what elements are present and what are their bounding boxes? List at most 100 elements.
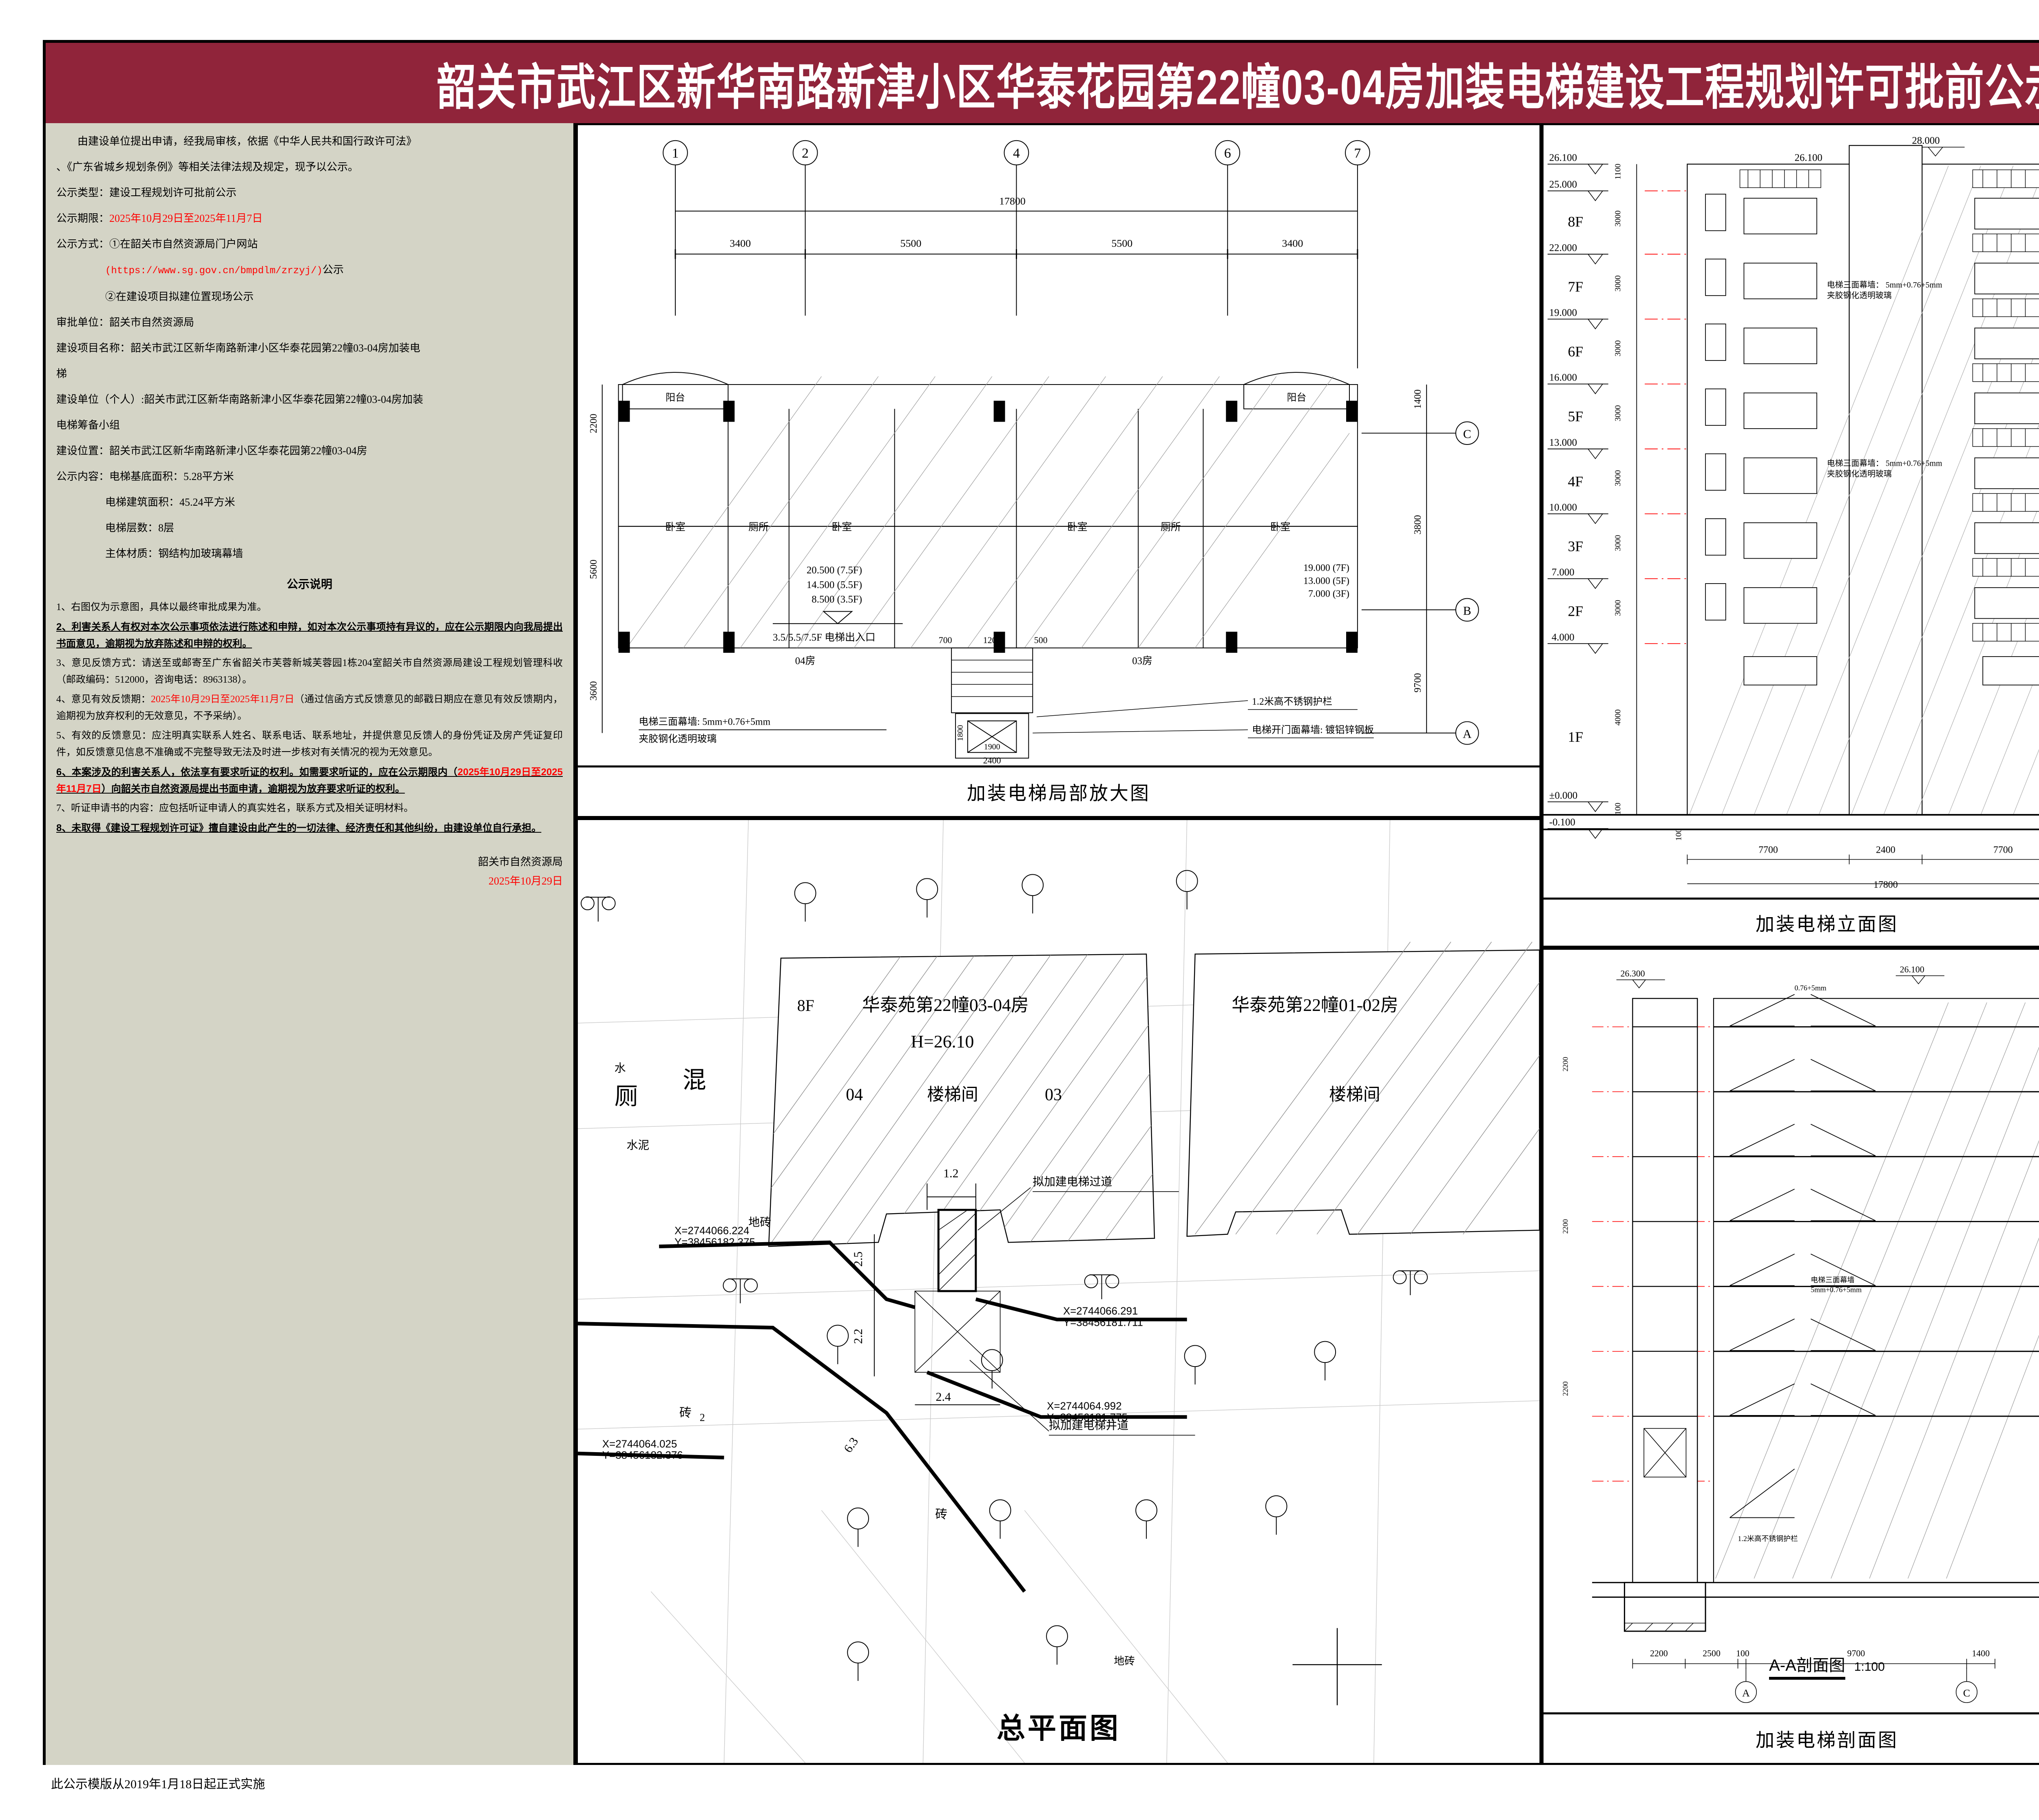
- svg-text:16.000: 16.000: [1549, 372, 1577, 383]
- svg-text:楼梯间: 楼梯间: [927, 1086, 978, 1104]
- announcement-method-2: ②在建设项目拟建位置现场公示: [105, 291, 254, 303]
- note-5: 5、有效的反馈意见：应注明真实联系人姓名、联系电话、联系地址，并提供意见反馈人的…: [56, 730, 563, 758]
- svg-text:3000: 3000: [1614, 340, 1623, 356]
- svg-text:7.000: 7.000: [1552, 567, 1575, 578]
- svg-text:厕: 厕: [615, 1084, 638, 1110]
- svg-text:3000: 3000: [1614, 275, 1623, 292]
- svg-text:地砖: 地砖: [748, 1216, 771, 1229]
- section-drawing: 26.300 26.100: [1561, 965, 2039, 1703]
- svg-text:04: 04: [846, 1086, 863, 1104]
- svg-text:7F: 7F: [1568, 279, 1583, 295]
- svg-text:3800: 3800: [1413, 515, 1423, 535]
- svg-text:A: A: [1463, 727, 1472, 741]
- note-2: 2、利害关系人有权对本次公示事项依法进行陈述和申辩，如对本次公示事项持有异议的，…: [56, 621, 563, 649]
- svg-text:6.3: 6.3: [841, 1435, 861, 1455]
- svg-text:5600: 5600: [588, 559, 599, 579]
- svg-text:19.000: 19.000: [1549, 307, 1577, 318]
- svg-text:混: 混: [683, 1068, 706, 1093]
- svg-text:8F: 8F: [797, 997, 814, 1015]
- svg-text:5F: 5F: [1568, 408, 1583, 425]
- svg-text:C: C: [1963, 1687, 1970, 1699]
- note-6-period: 2025年10月29日至2025年11月7日: [56, 767, 563, 794]
- svg-text:2500: 2500: [1703, 1649, 1721, 1659]
- title-banner: 韶关市武江区新华南路新津小区华泰花园第22幢03-04房加装电梯建设工程规划许可…: [46, 43, 2039, 123]
- svg-text:5500: 5500: [1111, 237, 1132, 249]
- svg-text:砖: 砖: [679, 1406, 692, 1420]
- svg-text:100: 100: [1736, 1649, 1749, 1659]
- svg-text:砖: 砖: [935, 1508, 947, 1521]
- svg-text:3F: 3F: [1568, 538, 1583, 554]
- svg-text:X=2744066.224: X=2744066.224: [675, 1225, 749, 1237]
- elevation-drawing: 26.100 25.000 22.000 19.000 16.000 13.00…: [1544, 135, 2039, 890]
- builder-unit-cont: 电梯筹备小组: [56, 419, 120, 431]
- svg-text:4.000: 4.000: [1552, 632, 1575, 643]
- svg-text:电梯三面幕墙： 5mm+0.76+5mm: 电梯三面幕墙： 5mm+0.76+5mm: [1827, 281, 1942, 290]
- site-plan-drawing: 8F 华泰苑第22幢03-04房 H=26.10 04 楼梯间 03 华泰苑第2…: [578, 820, 1539, 1763]
- svg-text:2F: 2F: [1568, 603, 1583, 619]
- svg-text:7700: 7700: [1993, 845, 2013, 856]
- svg-text:电梯三面幕墙: 电梯三面幕墙: [1811, 1276, 1854, 1284]
- svg-text:卧室: 卧室: [665, 522, 686, 533]
- svg-text:2: 2: [802, 146, 809, 161]
- svg-text:04房: 04房: [795, 655, 816, 667]
- site-plan-panel: 8F 华泰苑第22幢03-04房 H=26.10 04 楼梯间 03 华泰苑第2…: [576, 818, 1541, 1765]
- svg-text:1F: 1F: [1568, 729, 1583, 745]
- svg-text:2.4: 2.4: [936, 1390, 951, 1404]
- svg-text:22.000: 22.000: [1549, 242, 1577, 253]
- svg-text:03房: 03房: [1132, 655, 1152, 667]
- svg-text:夹胶钢化透明玻璃: 夹胶钢化透明玻璃: [639, 733, 717, 744]
- svg-text:9700: 9700: [1413, 673, 1423, 692]
- issuing-date: 2025年10月29日: [488, 875, 563, 887]
- builder-unit: 建设单位（个人）:韶关市武江区新华南路新津小区华泰花园第22幢03-04房加装: [56, 394, 423, 405]
- svg-text:华泰苑第22幢03-04房: 华泰苑第22幢03-04房: [862, 995, 1029, 1015]
- svg-text:夹胶钢化透明玻璃: 夹胶钢化透明玻璃: [1827, 291, 1892, 300]
- note-4-period: 2025年10月29日至2025年11月7日: [150, 694, 294, 705]
- portal-url: (https://www.sg.gov.cn/bmpdlm/zrzyj/): [105, 265, 323, 276]
- svg-text:1.2米高不锈钢护栏: 1.2米高不锈钢护栏: [1738, 1535, 1798, 1543]
- section-title: 加装电梯剖面图: [1756, 1729, 1898, 1751]
- issuing-authority: 韶关市自然资源局: [478, 856, 563, 868]
- project-name: 建设项目名称：韶关市武江区新华南路新津小区华泰花园第22幢03-04房加装电: [56, 342, 420, 354]
- detail-plan-panel: 1 2 4 6 7 17800: [576, 123, 1541, 767]
- svg-text:6F: 6F: [1568, 343, 1583, 360]
- elevation-title: 加装电梯立面图: [1756, 913, 1898, 935]
- svg-text:±0.000: ±0.000: [1549, 790, 1577, 801]
- svg-text:1.2: 1.2: [943, 1167, 958, 1180]
- info-panel: 由建设单位提出申请，经我局审核，依据《中华人民共和国行政许可法》 、《广东省城乡…: [46, 123, 576, 1765]
- svg-text:1.2米高不锈钢护栏: 1.2米高不锈钢护栏: [1252, 696, 1332, 707]
- approver: 审批单位：韶关市自然资源局: [56, 316, 195, 328]
- svg-text:阳台: 阳台: [666, 392, 685, 403]
- svg-text:C: C: [1463, 427, 1471, 441]
- svg-text:26.100: 26.100: [1795, 153, 1822, 164]
- page-title: 韶关市武江区新华南路新津小区华泰花园第22幢03-04房加装电梯建设工程规划许可…: [436, 60, 2039, 115]
- svg-text:X=2744064.025: X=2744064.025: [602, 1438, 677, 1450]
- svg-text:100: 100: [1674, 829, 1683, 841]
- svg-text:2200: 2200: [1561, 1219, 1570, 1234]
- svg-text:14.500 (5.5F): 14.500 (5.5F): [807, 579, 862, 590]
- svg-text:13.000 (5F): 13.000 (5F): [1303, 576, 1349, 586]
- content-floor-area: 电梯建筑面积：45.24平方米: [105, 496, 235, 508]
- announcement-method: 公示方式：①在韶关市自然资源局门户网站: [56, 238, 258, 250]
- svg-text:26.300: 26.300: [1621, 969, 1645, 979]
- svg-text:13.000: 13.000: [1549, 437, 1577, 448]
- svg-text:17800: 17800: [1873, 880, 1898, 890]
- svg-text:17800: 17800: [999, 195, 1026, 207]
- note-1: 1、右图仅为示意图，具体以最终审批成果为准。: [56, 602, 267, 613]
- svg-text:电梯开门面幕墙: 镀铝锌钢板: 电梯开门面幕墙: 镀铝锌钢板: [1252, 725, 1374, 736]
- note-3: 3、意见反馈方式：请送至或邮寄至广东省韶关市芙蓉新城芙蓉园1栋204室韶关市自然…: [56, 658, 563, 685]
- intro-line-2: 、《广东省城乡规划条例》等相关法律法规及规定，现予以公示。: [56, 161, 359, 173]
- svg-text:地砖: 地砖: [1114, 1655, 1135, 1667]
- svg-text:03: 03: [1045, 1086, 1062, 1104]
- svg-text:26.100: 26.100: [1900, 965, 1924, 975]
- svg-text:1: 1: [672, 146, 679, 161]
- svg-text:100: 100: [1614, 803, 1623, 815]
- svg-text:3000: 3000: [1614, 405, 1623, 421]
- note-7: 7、听证申请书的内容：应包括听证申请人的真实姓名，联系方式及相关证明材料。: [56, 803, 414, 814]
- svg-text:X=2744064.992: X=2744064.992: [1047, 1401, 1121, 1412]
- svg-text:楼梯间: 楼梯间: [1329, 1086, 1380, 1104]
- announcement-period: 公示期限：2025年10月29日至2025年11月7日: [56, 209, 563, 228]
- svg-text:电梯三面幕墙: 5mm+0.76+5mm: 电梯三面幕墙: 5mm+0.76+5mm: [639, 717, 770, 728]
- svg-text:A: A: [1742, 1687, 1750, 1699]
- svg-text:7700: 7700: [1758, 845, 1778, 856]
- svg-text:8.500 (3.5F): 8.500 (3.5F): [812, 594, 862, 605]
